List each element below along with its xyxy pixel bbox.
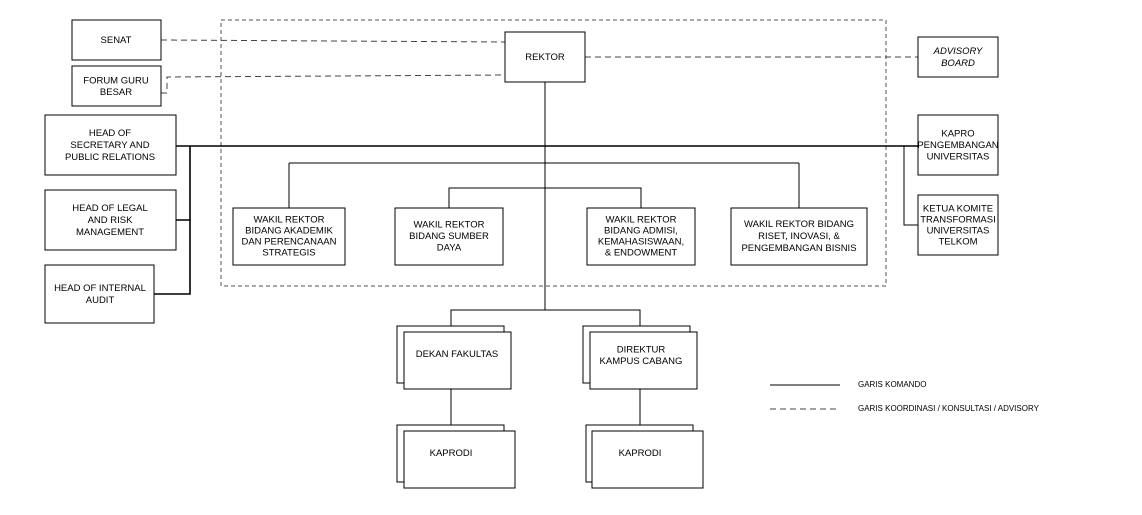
- legend: GARIS KOMANDO GARIS KOORDINASI / KONSULT…: [770, 380, 1040, 413]
- head-legal-label-line-2: AND RISK: [88, 215, 134, 226]
- advisory-box: [917, 36, 999, 78]
- head-audit-label-line-1: HEAD OF INTERNAL: [54, 283, 146, 294]
- ketua-label-line-1: KETUA KOMITE: [923, 203, 993, 214]
- legend-dashed-label: GARIS KOORDINASI / KONSULTASI / ADVISORY: [858, 404, 1040, 413]
- rektor-box: [504, 31, 586, 83]
- head-audit-box: [44, 264, 155, 324]
- rektor-label-line-1: REKTOR: [525, 52, 565, 63]
- head-secretary-label-line-2: SECRETARY AND: [70, 140, 149, 151]
- legal-connector: [176, 146, 191, 221]
- direktur-box: [589, 331, 698, 390]
- wr1-label-line-2: BIDANG AKADEMIK: [245, 225, 333, 236]
- ketua-label-line-4: TELKOM: [938, 236, 977, 247]
- kapro-label-line-3: UNIVERSITAS: [927, 151, 990, 162]
- forum-label-line-1: FORUM GURU: [83, 75, 149, 86]
- wr2-label-line-3: DAYA: [437, 242, 462, 253]
- senat-label-line-1: SENAT: [101, 35, 132, 46]
- ketua-connector: [903, 146, 918, 226]
- forum-label-line-2: BESAR: [100, 86, 132, 97]
- kapro-label-line-1: KAPRO: [941, 128, 974, 139]
- kaprodi2-label: KAPRODI: [619, 448, 662, 459]
- direktur-label-line-1: DIREKTUR: [617, 344, 666, 355]
- senat-box: [71, 19, 162, 61]
- senat-label: SENAT: [101, 35, 132, 46]
- forum-coordination-line: [161, 74, 506, 94]
- direktur-label-line-2: KAMPUS CABANG: [600, 355, 683, 366]
- ketua-box: [917, 194, 999, 256]
- wr2-label-line-1: WAKIL REKTOR: [414, 219, 485, 230]
- kaprodi1-label-line-1: KAPRODI: [430, 448, 473, 459]
- head-audit-label-line-2: AUDIT: [86, 295, 115, 306]
- dekan-label-line-1: DEKAN FAKULTAS: [416, 349, 499, 360]
- wr2-box: [394, 207, 504, 266]
- wr2-wr3-connector: [448, 187, 642, 208]
- dekan-direktur-connector: [450, 309, 641, 326]
- kaprodi1-label: KAPRODI: [430, 448, 473, 459]
- wr4-label-line-1: WAKIL REKTOR BIDANG: [744, 219, 854, 230]
- legend-solid-label: GARIS KOMANDO: [858, 380, 926, 389]
- dekan-box: [403, 331, 512, 390]
- wr1-box: [232, 207, 346, 266]
- ketua-label-line-2: TRANSFORMASI: [920, 214, 995, 225]
- dekan-label: DEKAN FAKULTAS: [416, 349, 499, 360]
- head-legal-label-line-3: MANAGEMENT: [76, 227, 144, 238]
- wr3-label-line-4: & ENDOWMENT: [605, 247, 678, 258]
- wr3-label-line-1: WAKIL REKTOR: [606, 214, 677, 225]
- kaprodi2-label-line-1: KAPRODI: [619, 448, 662, 459]
- kaprodi2-box: [591, 430, 704, 489]
- wr3-label-line-3: KEMAHASISWAAN,: [598, 236, 684, 247]
- wr1-label-line-1: WAKIL REKTOR: [254, 214, 325, 225]
- wr1-label-line-4: STRATEGIS: [262, 247, 315, 258]
- kaprodi1-box: [403, 430, 516, 489]
- rektor-label: REKTOR: [525, 52, 565, 63]
- rektorat-frame: [220, 19, 887, 287]
- head-secretary-box: [44, 114, 177, 176]
- wr4-box: [730, 207, 868, 266]
- head-secretary-label-line-3: PUBLIC RELATIONS: [65, 152, 155, 163]
- audit-connector: [154, 220, 191, 295]
- kapro-label-line-2: PENGEMBANGAN: [917, 140, 998, 151]
- advisory-label-line-1: ADVISORY: [933, 46, 983, 57]
- ketua-label-line-3: UNIVERSITAS: [927, 225, 990, 236]
- advisory-label-line-2: BOARD: [941, 58, 975, 69]
- wr4-label-line-2: RISET, INOVASI, &: [758, 231, 840, 242]
- head-secretary-label-line-1: HEAD OF: [89, 128, 131, 139]
- senat-coordination-line: [160, 39, 506, 43]
- head-legal-box: [44, 189, 177, 251]
- head-legal-label-line-1: HEAD OF LEGAL: [72, 203, 148, 214]
- forum-box: [71, 65, 162, 107]
- wr2-label-line-2: BIDANG SUMBER: [409, 231, 489, 242]
- wr3-label-line-2: BIDANG ADMISI,: [604, 225, 678, 236]
- wr1-label-line-3: DAN PERENCANAAN: [241, 236, 336, 247]
- kapro-box: [917, 114, 999, 176]
- wr4-label-line-3: PENGEMBANGAN BISNIS: [741, 243, 856, 254]
- wr3-box: [586, 207, 696, 266]
